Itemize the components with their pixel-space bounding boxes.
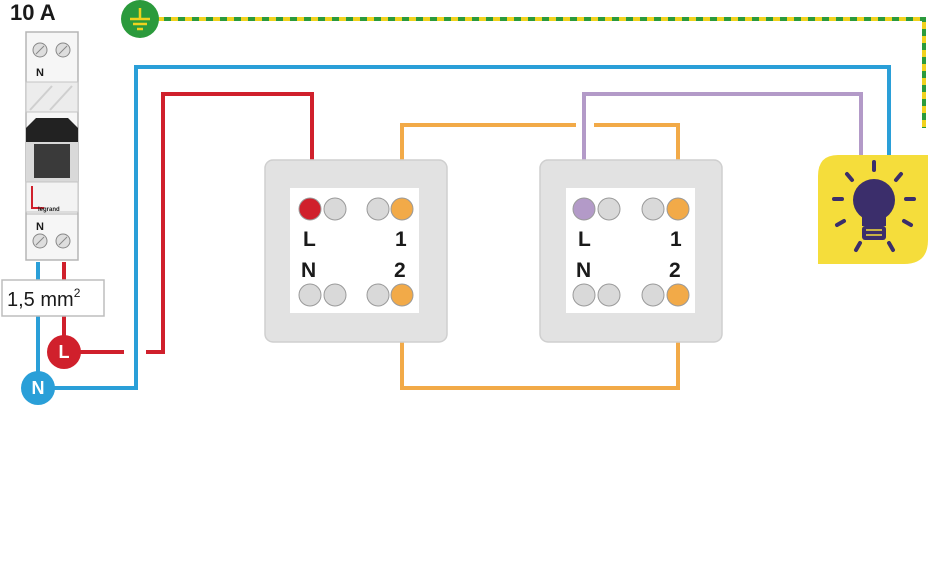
ground-icon [121,0,159,38]
switch-2-label-2: 2 [669,259,681,282]
switch-1-label-l: L [303,228,316,251]
wires [36,17,926,390]
svg-text:N: N [32,378,45,398]
breaker-top-label: N [36,67,44,79]
switch-2-label-l: L [578,228,591,251]
switch-2: L 1 N 2 [539,159,723,343]
neutral-marker: N [21,371,55,405]
switch-2-label-n: N [576,259,591,282]
wire-size-value: 1,5 mm [7,289,74,311]
wire-size-superscript: 2 [74,286,81,300]
wire-size-label: 1,5 mm2 [1,279,105,317]
switch-1-label-1: 1 [395,228,407,251]
live-marker: L [47,335,81,369]
switch-1: L 1 N 2 [264,159,448,343]
switch-2-label-1: 1 [670,228,682,251]
breaker-brand: legrand [38,207,60,213]
earth-wire [150,17,926,128]
breaker-rating: 10 A [10,0,56,25]
svg-text:L: L [59,342,70,362]
svg-text:1,5 mm2: 1,5 mm2 [7,286,81,311]
neutral-wire [36,65,891,390]
light-bulb-icon [818,155,928,264]
switched-live-wire [582,92,863,207]
breaker-bottom-label: N [36,221,44,233]
circuit-breaker: 10 A N legrand N [10,0,79,261]
switch-1-label-2: 2 [394,259,406,282]
switch-1-label-n: N [301,259,316,282]
